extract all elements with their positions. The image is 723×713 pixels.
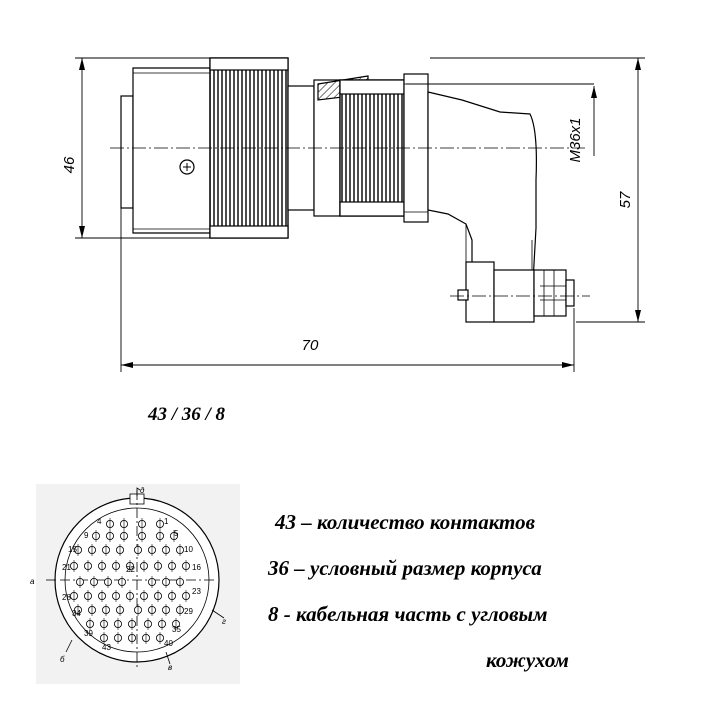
contact-pins: [70, 518, 190, 644]
contact-pin-number: 43: [102, 643, 111, 652]
marker-b: б: [60, 655, 65, 664]
legend-contacts: 43 – количество контактов: [275, 510, 535, 534]
contact-pin-number: 5: [174, 529, 179, 538]
marker-v: в: [168, 663, 172, 672]
connector-side-view: [120, 57, 575, 323]
legend-cable-part: 8 - кабельная часть с угловым: [268, 602, 548, 626]
dimension-46-label: 46: [61, 156, 78, 173]
contact-pin-number: 35: [172, 625, 181, 634]
dimension-70-label: 70: [302, 337, 319, 354]
marker-g: г: [222, 617, 226, 626]
contact-pin-number: 28: [62, 593, 71, 602]
marker-d: д: [140, 486, 145, 495]
legend-cable-part-cont: кожухом: [486, 648, 569, 672]
dimension-57-label: 57: [617, 191, 634, 208]
contact-pin-number: 21: [62, 563, 71, 572]
marker-a: a: [30, 577, 35, 586]
contact-pin-number: 16: [192, 563, 201, 572]
legend-housing-size: 36 – условный размер корпуса: [268, 556, 542, 580]
contact-pin-number: 29: [184, 607, 193, 616]
contact-pin-number: 22: [126, 565, 135, 574]
contact-pin-number: 40: [164, 639, 173, 648]
contact-pin-numbers: 1 4 5 9 10 15 16 21 22 23 28 29 34 35 39 40 43: [62, 517, 201, 652]
contact-pin-number: 9: [84, 531, 89, 540]
contact-layout-diagram: 1 4 5 9 10 15 16 21 22 23 28 29 34 35 39 40 43 д a г б в: [30, 484, 240, 684]
contact-pin-number: 4: [97, 517, 102, 526]
contact-pin-number: 39: [84, 629, 93, 638]
connector-code: 43 / 36 / 8: [148, 404, 226, 425]
contact-pin-number: 23: [192, 587, 201, 596]
dimension-arrows: [79, 58, 641, 368]
contact-pin-number: 15: [68, 545, 77, 554]
thread-label: M36x1: [567, 117, 584, 162]
contact-pin-number: 1: [164, 517, 169, 526]
contact-pin-number: 34: [72, 609, 81, 618]
center-lines: [110, 147, 590, 297]
contact-pin-number: 10: [184, 545, 193, 554]
